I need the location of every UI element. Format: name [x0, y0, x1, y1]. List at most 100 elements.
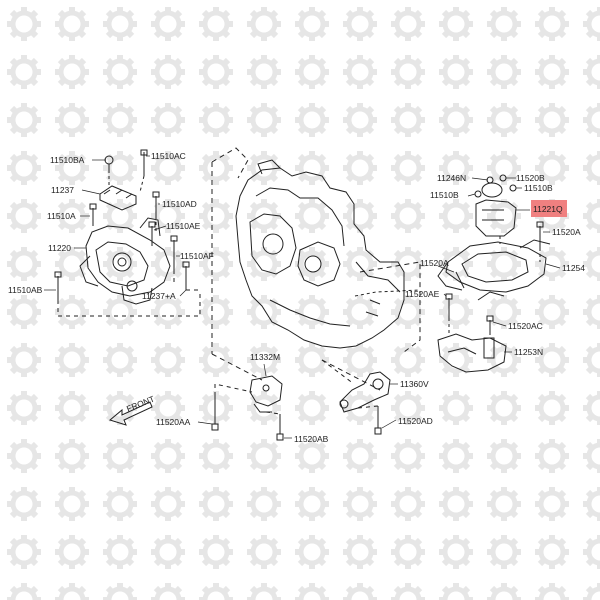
bolt-11510AD — [152, 191, 160, 216]
watermark-gear-icon — [535, 535, 569, 569]
label-11246N: 11246N — [437, 173, 466, 183]
watermark-gear-icon — [535, 391, 569, 425]
watermark-gear-icon — [439, 295, 473, 329]
watermark-gear-icon — [55, 439, 89, 473]
watermark-gear-icon — [103, 247, 137, 281]
watermark-gear-icon — [55, 343, 89, 377]
label-11237A: 11237+A — [142, 291, 176, 301]
right-mount-assembly — [437, 182, 551, 301]
watermark-gear-icon — [199, 151, 233, 185]
watermark-gear-icon — [103, 7, 137, 41]
bolt-11520AE — [445, 293, 453, 318]
watermark-gear-icon — [487, 439, 521, 473]
watermark-gear-icon — [199, 103, 233, 137]
part-highlight — [531, 200, 567, 217]
watermark-gear-icon — [295, 103, 329, 137]
watermark-gear-icon — [247, 199, 281, 233]
label-11510BA: 11510BA — [50, 155, 85, 165]
watermark-gear-icon — [391, 487, 425, 521]
bolt-11520AA — [211, 396, 219, 431]
watermark-gear-icon — [439, 583, 473, 600]
watermark-gear-icon — [199, 583, 233, 600]
watermark-gear-icon — [151, 391, 185, 425]
watermark-gear-icon — [247, 487, 281, 521]
leader-lines — [44, 155, 561, 439]
watermark-gear-icon — [487, 103, 521, 137]
watermark-gear-icon — [487, 199, 521, 233]
label-11520AE: 11520AE — [405, 289, 440, 299]
bolt-11510AB — [54, 271, 62, 300]
watermark-gear-icon — [343, 55, 377, 89]
watermark-gear-icon — [247, 439, 281, 473]
bolt-11520AC — [486, 315, 494, 332]
label-11510B-left: 11510B — [430, 190, 459, 200]
watermark-gear-icon — [103, 583, 137, 600]
label-11510A: 11510A — [47, 211, 76, 221]
watermark-gear-icon — [391, 583, 425, 600]
bolt-11237A — [182, 261, 190, 290]
watermark-gear-icon — [439, 487, 473, 521]
watermark-gear-icon — [199, 535, 233, 569]
label-11254: 11254 — [562, 263, 585, 273]
watermark-gear-icon — [247, 343, 281, 377]
watermark-gear-icon — [391, 103, 425, 137]
watermark-gear-icon — [7, 103, 41, 137]
watermark-gear-icon — [151, 439, 185, 473]
watermark-gear-icon — [583, 103, 600, 137]
watermark-gear-icon — [103, 535, 137, 569]
bolt-11510AE — [148, 221, 156, 246]
watermark-gear-icon — [151, 487, 185, 521]
watermark-gear-icon — [487, 7, 521, 41]
watermark-gear-icon — [487, 487, 521, 521]
mount-11360V — [339, 371, 391, 413]
watermark-gear-icon — [439, 343, 473, 377]
watermark-gear-icon — [343, 7, 377, 41]
label-11520AA: 11520AA — [156, 417, 191, 427]
watermark-gear-icon — [535, 295, 569, 329]
watermark-gear-icon — [199, 199, 233, 233]
label-11520AD: 11520AD — [398, 416, 433, 426]
label-11360V: 11360V — [400, 379, 429, 389]
watermark-gear-icon — [247, 103, 281, 137]
label-11253N: 11253N — [514, 347, 543, 357]
bolt-11520A-right — [536, 221, 544, 248]
watermark-gear-icon — [583, 7, 600, 41]
watermark-gear-icon — [391, 199, 425, 233]
watermark-gear-icon — [535, 151, 569, 185]
label-11510AC: 11510AC — [151, 151, 186, 161]
watermark-gear-icon — [295, 343, 329, 377]
bracket-11253N — [437, 333, 507, 373]
bolt-11510A — [89, 203, 97, 226]
watermark-gear-icon — [7, 247, 41, 281]
watermark-gear-icon — [151, 151, 185, 185]
front-arrow — [108, 401, 153, 426]
label-11332M: 11332M — [250, 352, 280, 362]
label-11220: 11220 — [48, 243, 71, 253]
watermark-gear-icon — [535, 439, 569, 473]
watermark-gear-icon — [247, 391, 281, 425]
bolt-11510AF — [170, 235, 178, 270]
watermark-gear-icon — [55, 535, 89, 569]
watermark-gear-icon — [343, 151, 377, 185]
label-11510B-right: 11510B — [524, 183, 553, 193]
watermark-gear-icon — [295, 439, 329, 473]
watermark-gear-icon — [199, 439, 233, 473]
label-11520AB: 11520AB — [294, 434, 329, 444]
watermark-gear-icon — [295, 535, 329, 569]
watermark-gear-icon — [583, 199, 600, 233]
watermark-gear-icon — [487, 55, 521, 89]
watermark-gear-icon — [55, 391, 89, 425]
watermark-gear-icon — [55, 55, 89, 89]
watermark-gear-icon — [55, 7, 89, 41]
watermark-gear-icon — [439, 439, 473, 473]
label-11221Q: 11221Q — [533, 204, 563, 214]
watermark-gear-icon — [583, 391, 600, 425]
watermark-gear-icon — [487, 535, 521, 569]
watermark-gear-icon — [343, 103, 377, 137]
watermark-gear-icon — [103, 439, 137, 473]
watermark-gear-icon — [391, 439, 425, 473]
watermark-gear-icon — [391, 391, 425, 425]
watermark-gear-icon — [391, 151, 425, 185]
bolt-11510AC — [140, 149, 148, 176]
